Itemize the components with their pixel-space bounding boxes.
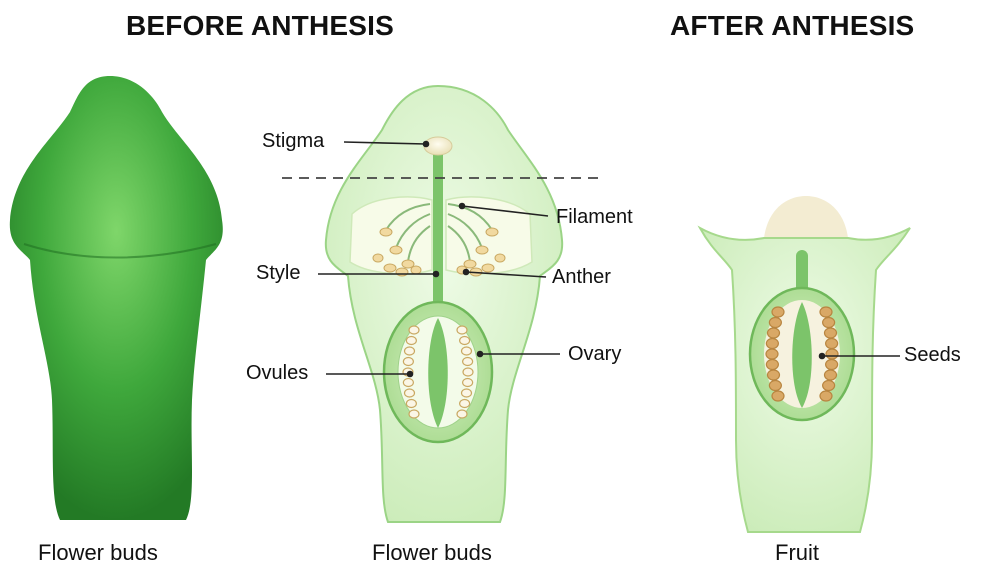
label-ovules: Ovules xyxy=(246,362,308,385)
caption-fruit: Fruit xyxy=(775,540,819,566)
label-seeds: Seeds xyxy=(904,344,961,367)
leader-stigma-dot xyxy=(424,142,429,147)
caption-flower-buds-outer: Flower buds xyxy=(38,540,158,566)
label-anther: Anther xyxy=(552,266,611,289)
leader-seeds-dot xyxy=(820,354,825,359)
leader-filament xyxy=(462,206,548,216)
leader-style-dot xyxy=(434,272,439,277)
label-stigma: Stigma xyxy=(262,130,324,153)
leader-stigma xyxy=(344,142,426,144)
leader-anther xyxy=(466,272,546,277)
label-ovary: Ovary xyxy=(568,343,621,366)
caption-flower-buds-section: Flower buds xyxy=(372,540,492,566)
leader-filament-dot xyxy=(460,204,465,209)
label-style: Style xyxy=(256,262,300,285)
leader-ovary-dot xyxy=(478,352,483,357)
leader-anther-dot xyxy=(464,270,469,275)
leader-ovules-dot xyxy=(408,372,413,377)
label-filament: Filament xyxy=(556,206,633,229)
